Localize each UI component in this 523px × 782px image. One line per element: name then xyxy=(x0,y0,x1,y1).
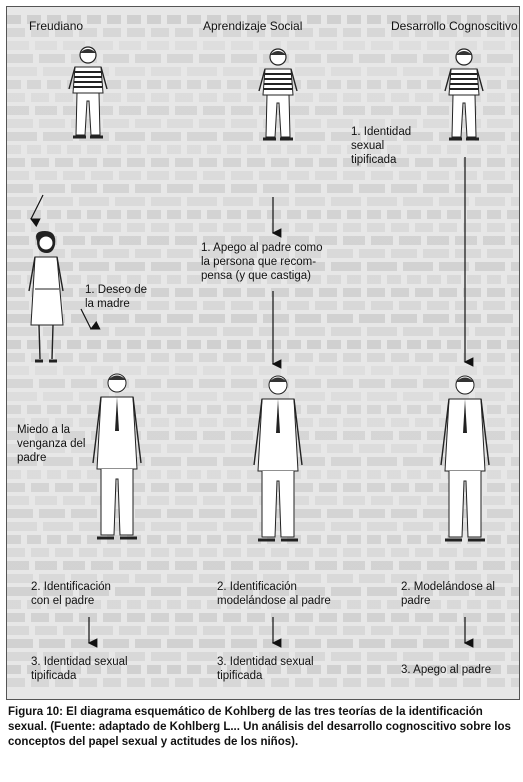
diagram-panel: Freudiano Aprendizaje Social Desarrollo … xyxy=(6,6,520,700)
arrow-freud-1 xyxy=(31,195,43,219)
figure-caption: Figura 10: El diagrama esquemático de Ko… xyxy=(8,705,516,750)
caption-text: Figura 10: El diagrama esquemático de Ko… xyxy=(8,706,511,748)
diagram-arrows xyxy=(7,7,519,699)
arrow-freud-2 xyxy=(81,309,91,329)
